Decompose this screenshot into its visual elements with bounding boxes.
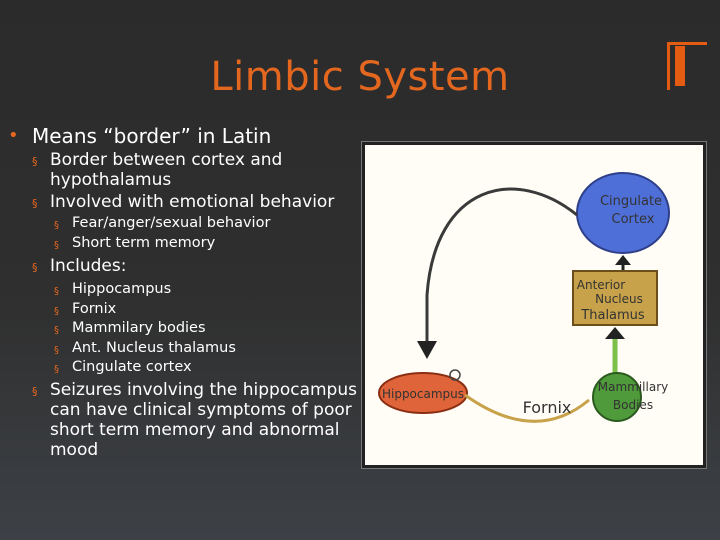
arrowhead-up-icon <box>615 255 631 265</box>
bullet-marker: § <box>32 197 38 210</box>
includes-item-ant-nucleus: § Ant. Nucleus thalamus <box>8 339 363 359</box>
accent-bar-outline <box>667 42 707 90</box>
bullet-seizures: § Seizures involving the hippocampus can… <box>8 380 363 460</box>
includes-item-mammilary: § Mammilary bodies <box>8 319 363 339</box>
arrowhead-down-icon <box>417 341 437 359</box>
slide-title: Limbic System <box>210 54 510 100</box>
anterior-label-2: Nucleus <box>595 292 643 306</box>
bullet-text: Ant. Nucleus thalamus <box>72 339 236 356</box>
bullet-text: Involved with emotional behavior <box>50 192 335 212</box>
bullet-marker: § <box>54 305 59 317</box>
cingulate-to-hippocampus-arrow <box>425 187 578 343</box>
bullet-text: Means “border” in Latin <box>32 124 272 148</box>
bullet-short-term: § Short term memory <box>8 234 363 254</box>
bullet-text: Cingulate cortex <box>72 359 192 375</box>
hippocampus-node <box>378 372 468 414</box>
bullet-text: Mammilary bodies <box>72 320 206 336</box>
bullet-marker: § <box>32 384 38 398</box>
bullet-marker: § <box>54 344 59 356</box>
bullet-means-border: • Means “border” in Latin <box>8 124 363 148</box>
limbic-diagram-svg: Cingulate Cortex Anterior Nucleus Thalam… <box>378 172 670 423</box>
anterior-label-1: Anterior <box>577 278 626 292</box>
bullet-list: • Means “border” in Latin § Border betwe… <box>8 124 363 460</box>
bullet-border-between: § Border between cortex and hypothalamus <box>8 150 363 190</box>
bullet-includes: § Includes: <box>8 256 363 276</box>
bullet-marker: § <box>54 239 59 251</box>
cingulate-label-1: Cingulate <box>600 194 662 209</box>
accent-bar <box>675 46 685 86</box>
cingulate-label-2: Cortex <box>612 212 655 227</box>
mammillary-bodies-node <box>592 372 642 422</box>
bullet-marker: § <box>54 220 59 231</box>
limbic-diagram: Cingulate Cortex Anterior Nucleus Thalam… <box>362 142 706 468</box>
bullet-text: Border between cortex and hypothalamus <box>50 150 283 190</box>
includes-item-hippocampus: § Hippocampus <box>8 280 363 300</box>
hippocampus-swirl-icon <box>449 369 461 381</box>
bullet-marker: § <box>54 325 59 336</box>
bullet-marker: • <box>8 125 19 146</box>
bullet-text: Includes: <box>50 256 127 276</box>
bullet-text: Seizures involving the hippocampus can h… <box>50 379 357 460</box>
bullet-text: Short term memory <box>72 234 216 251</box>
fornix-label: Fornix <box>523 398 572 417</box>
bullet-marker: § <box>32 155 38 168</box>
bullet-involved-with: § Involved with emotional behavior <box>8 192 363 212</box>
bullet-marker: § <box>54 364 59 375</box>
includes-item-fornix: § Fornix <box>8 300 363 320</box>
mammillary-label-1: Mammillary <box>598 380 668 394</box>
arrowhead-up-icon <box>605 327 625 339</box>
includes-item-cingulate: § Cingulate cortex <box>8 358 363 378</box>
bullet-text: Fear/anger/sexual behavior <box>72 215 271 231</box>
hippocampus-label: Hippocampus <box>382 387 464 401</box>
bullet-text: Hippocampus <box>72 281 172 297</box>
bullet-marker: § <box>54 286 59 297</box>
cingulate-cortex-node <box>576 172 670 254</box>
bullet-text: Fornix <box>72 300 117 317</box>
fornix-connection <box>464 393 590 423</box>
mammillary-label-2: Bodies <box>613 398 653 412</box>
anterior-label-3: Thalamus <box>580 308 645 323</box>
anterior-nucleus-node <box>572 270 658 326</box>
bullet-marker: § <box>32 261 38 274</box>
bullet-fear-anger: § Fear/anger/sexual behavior <box>8 214 363 234</box>
